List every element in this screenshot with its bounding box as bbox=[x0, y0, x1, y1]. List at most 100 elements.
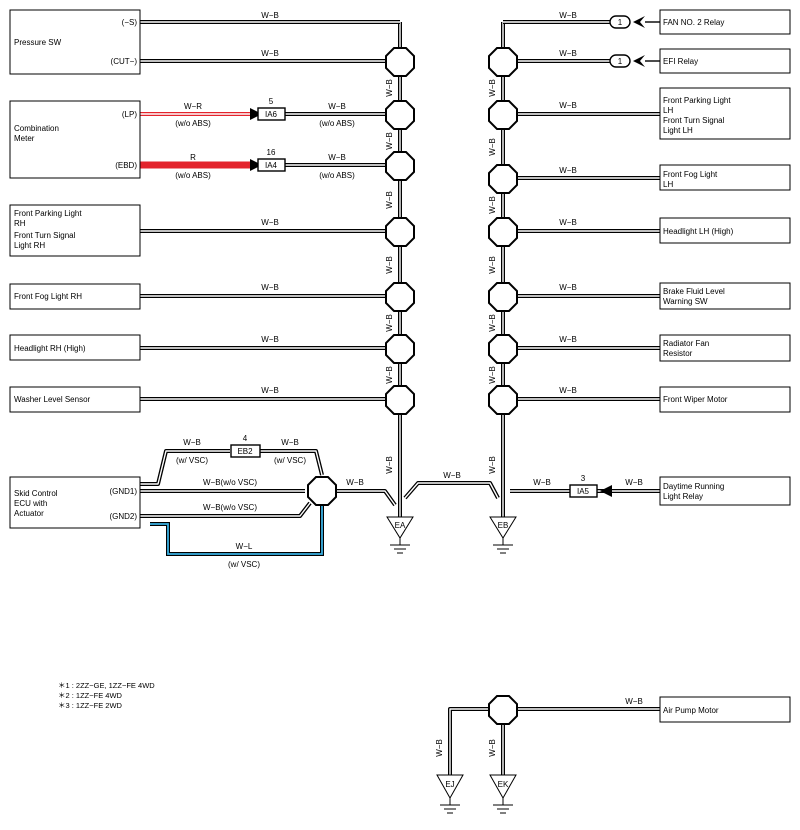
wire-label: W−B bbox=[385, 191, 394, 209]
wire-label: W−B bbox=[385, 256, 394, 274]
wire-label: W−B bbox=[488, 456, 497, 474]
wire-label: W−B bbox=[488, 138, 497, 156]
wire-label: W−B bbox=[488, 366, 497, 384]
ground-ea-label: EA bbox=[395, 521, 406, 530]
fan-marker-label: 1 bbox=[618, 18, 623, 27]
footnotes: ＊1 : 2ZZ−GE, 1ZZ−FE 4WD ＊2 : 1ZZ−FE 4WD … bbox=[58, 681, 155, 710]
wire-label: W−B bbox=[488, 314, 497, 332]
headlight-lh: Headlight LH (High) bbox=[659, 217, 791, 244]
wire-label: W−L bbox=[236, 542, 253, 551]
skid-l3: Actuator bbox=[14, 509, 44, 518]
skid-l2: ECU with bbox=[14, 499, 47, 508]
ia5-name: IA5 bbox=[577, 487, 590, 496]
wire-label: W−B bbox=[346, 478, 364, 487]
wire-label: W−B bbox=[488, 256, 497, 274]
fpl-rh-l1: Front Parking Light bbox=[14, 209, 82, 218]
fpl-rh-l2: RH bbox=[14, 219, 26, 228]
junction-node bbox=[307, 476, 337, 506]
junction-node bbox=[488, 385, 518, 415]
air-pump-motor: Air Pump Motor bbox=[659, 696, 791, 723]
junction-node bbox=[488, 217, 518, 247]
wire-label: W−B bbox=[559, 386, 577, 395]
wire-labels: W−B W−B W−R (w/o ABS) W−B (w/o ABS) R (w… bbox=[175, 11, 643, 757]
pin-lp: (LP) bbox=[122, 110, 137, 119]
wire-note: (w/ VSC) bbox=[228, 560, 260, 569]
arrow-left-icon bbox=[600, 485, 612, 497]
junction-node bbox=[385, 217, 415, 247]
efi-relay-label: EFI Relay bbox=[663, 57, 698, 66]
connector-ia5: IA5 3 bbox=[569, 474, 598, 498]
front-fog-rh-label: Front Fog Light RH bbox=[14, 292, 82, 301]
junction-node bbox=[385, 282, 415, 312]
wire-label: W−B bbox=[261, 49, 279, 58]
front-wiper-label: Front Wiper Motor bbox=[663, 395, 728, 404]
junction-node bbox=[385, 47, 415, 77]
connector-ia4: IA4 16 bbox=[257, 148, 286, 172]
front-fog-light-lh: Front Fog Light LH bbox=[659, 164, 791, 191]
radfan-l2: Resistor bbox=[663, 349, 693, 358]
fan-no2-relay: FAN NO. 2 Relay bbox=[659, 9, 791, 35]
ground-ej-label: EJ bbox=[445, 780, 454, 789]
wire-label: W−B bbox=[183, 438, 201, 447]
wire-label: W−B bbox=[385, 456, 394, 474]
wire-label: W−B bbox=[559, 11, 577, 20]
pin-gnd1: (GND1) bbox=[109, 487, 137, 496]
combination-meter-label1: Combination bbox=[14, 124, 59, 133]
junction-node bbox=[385, 151, 415, 181]
ia5-pin: 3 bbox=[581, 474, 586, 483]
drl-l2: Light Relay bbox=[663, 492, 703, 501]
wire-label: W−B(w/o VSC) bbox=[203, 503, 257, 512]
footnote: ＊3 : 1ZZ−FE 2WD bbox=[58, 701, 123, 710]
wire-label: W−B bbox=[488, 739, 497, 757]
headlight-rh-label: Headlight RH (High) bbox=[14, 344, 86, 353]
wire-label: W−B bbox=[261, 218, 279, 227]
wire-label: W−B bbox=[625, 478, 643, 487]
drl-l1: Daytime Running bbox=[663, 482, 724, 491]
skid-l1: Skid Control bbox=[14, 489, 58, 498]
efi-marker: 1 bbox=[609, 54, 660, 68]
fpl-lh-l4: Light LH bbox=[663, 126, 693, 135]
wire-label: W−B bbox=[328, 153, 346, 162]
arrow-left-icon bbox=[633, 16, 645, 28]
wire-label: W−B bbox=[559, 218, 577, 227]
fan2-relay-label: FAN NO. 2 Relay bbox=[663, 18, 724, 27]
junction-node bbox=[488, 100, 518, 130]
brake-l1: Brake Fluid Level bbox=[663, 287, 725, 296]
washer-sensor-label: Washer Level Sensor bbox=[14, 395, 91, 404]
front-parking-light-lh: Front Parking Light LH Front Turn Signal… bbox=[659, 87, 791, 140]
pressure-sw-label: Pressure SW bbox=[14, 38, 62, 47]
pin-gnd2: (GND2) bbox=[109, 512, 137, 521]
junction-node bbox=[385, 334, 415, 364]
wire-label: W−B bbox=[281, 438, 299, 447]
wire-label: W−R bbox=[184, 102, 202, 111]
fpl-rh-l4: Light RH bbox=[14, 241, 45, 250]
wire-note: (w/ VSC) bbox=[274, 456, 306, 465]
fog-lh-l2: LH bbox=[663, 180, 673, 189]
efi-marker-label: 1 bbox=[618, 57, 623, 66]
wire-note: (w/o ABS) bbox=[319, 119, 355, 128]
radiator-fan-resistor: Radiator Fan Resistor bbox=[659, 334, 791, 362]
connector-eb2: EB2 4 bbox=[230, 434, 261, 458]
brake-fluid-level-sw: Brake Fluid Level Warning SW bbox=[659, 282, 791, 310]
footnote: ＊1 : 2ZZ−GE, 1ZZ−FE 4WD bbox=[58, 681, 155, 690]
combination-meter: Combination Meter (LP) (EBD) bbox=[9, 100, 141, 179]
fpl-lh-l2: LH bbox=[663, 106, 673, 115]
wire-label: W−B bbox=[385, 366, 394, 384]
wire-label: W−B(w/o VSC) bbox=[203, 478, 257, 487]
arrow-right-icon bbox=[250, 159, 262, 171]
front-parking-light-rh: Front Parking Light RH Front Turn Signal… bbox=[9, 204, 141, 257]
junctions bbox=[307, 47, 518, 725]
wire-label: W−B bbox=[261, 335, 279, 344]
front-wiper-motor: Front Wiper Motor bbox=[659, 386, 791, 413]
headlight-rh: Headlight RH (High) bbox=[9, 334, 141, 361]
wire-note: (w/o ABS) bbox=[319, 171, 355, 180]
radfan-l1: Radiator Fan bbox=[663, 339, 709, 348]
junction-node bbox=[488, 282, 518, 312]
wire-label: R bbox=[190, 153, 196, 162]
front-fog-light-rh: Front Fog Light RH bbox=[9, 283, 141, 310]
ground-eb-label: EB bbox=[498, 521, 509, 530]
wire-note: (w/ VSC) bbox=[176, 456, 208, 465]
junction-node bbox=[488, 164, 518, 194]
fog-lh-l1: Front Fog Light bbox=[663, 170, 718, 179]
